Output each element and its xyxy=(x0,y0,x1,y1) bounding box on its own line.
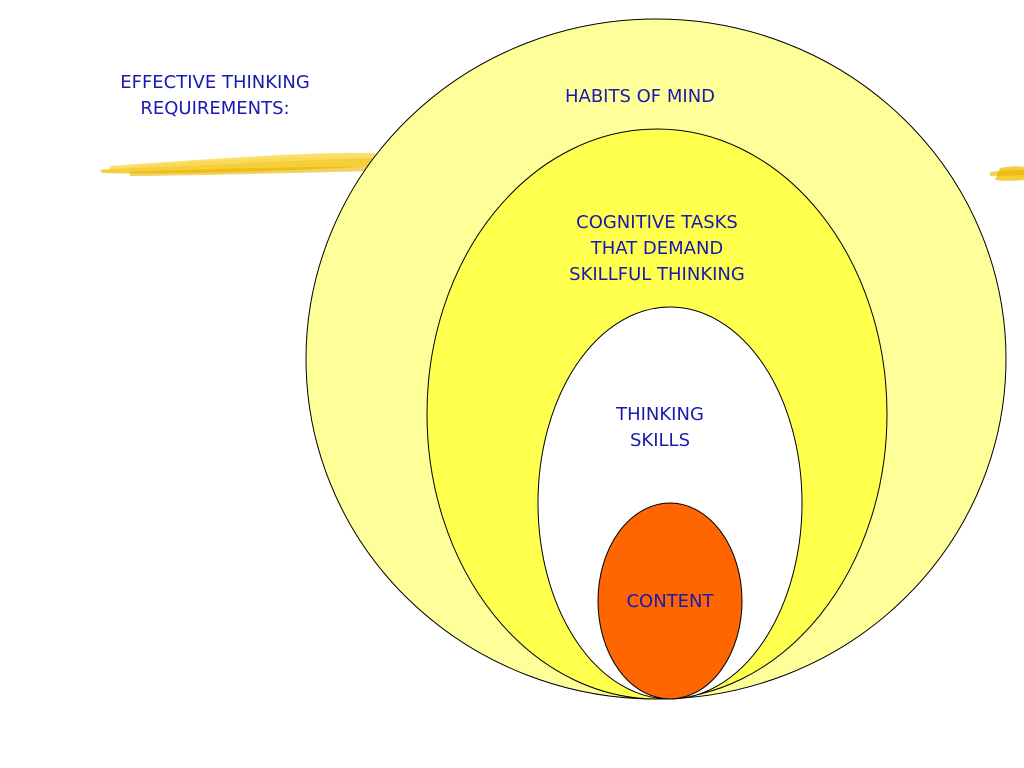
slide-title: EFFECTIVE THINKING REQUIREMENTS: xyxy=(120,72,310,119)
content-label: CONTENT xyxy=(626,591,714,612)
content-oval xyxy=(597,502,743,700)
cognitive-tasks-label: COGNITIVE TASKS THAT DEMAND SKILLFUL THI… xyxy=(569,212,745,285)
habits-of-mind-label: HABITS OF MIND xyxy=(564,86,716,107)
thinking-skills-label: THINKING SKILLS xyxy=(616,404,704,451)
brush-stroke-decoration xyxy=(100,152,1024,181)
